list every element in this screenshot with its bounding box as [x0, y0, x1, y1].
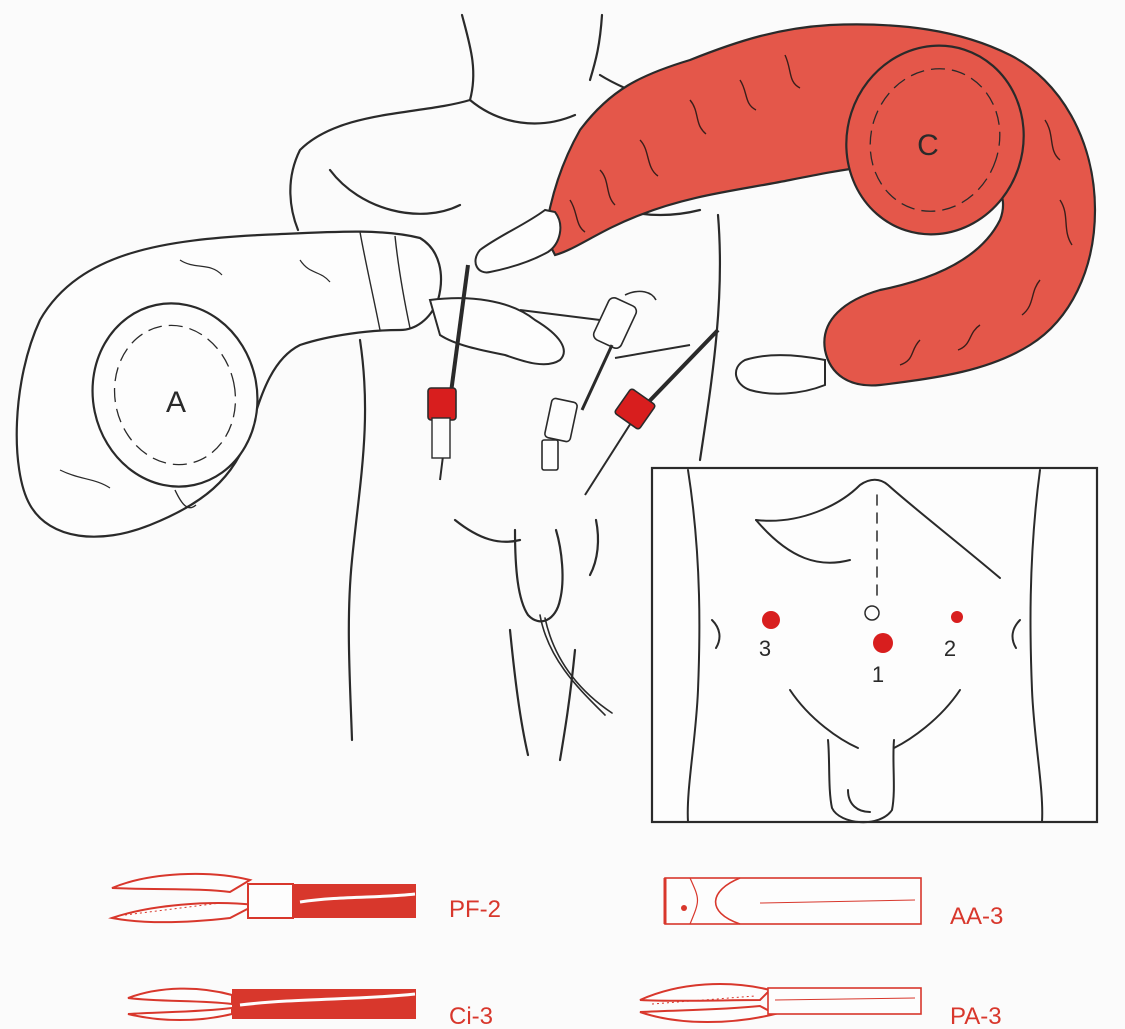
instrument-tip-pa-3: PA-3: [640, 984, 1002, 1029]
instrument-tip-pf-2: PF-2: [112, 874, 501, 923]
laparoscope-camera: [542, 291, 656, 470]
left-trocar-port: [428, 388, 456, 420]
port-2-dot: [951, 611, 963, 623]
arm-label-c: C: [917, 129, 939, 162]
port-label-2: 2: [944, 636, 956, 661]
port-1-dot: [873, 633, 893, 653]
arm-label-a: A: [166, 386, 186, 419]
right-arm-surgeon-c: C: [475, 22, 1095, 393]
instrument-label-ci-3: Ci-3: [449, 1003, 493, 1029]
right-trocar-port: [614, 388, 656, 430]
port-placement-inset: 1 2 3: [652, 468, 1097, 822]
port-label-3: 3: [759, 636, 771, 661]
left-arm-surgeon-a: A: [17, 232, 564, 537]
port-label-1: 1: [872, 662, 884, 687]
instrument-label-pf-2: PF-2: [449, 896, 501, 923]
instrument-label-pa-3: PA-3: [950, 1003, 1002, 1029]
port-3-dot: [762, 611, 780, 629]
instrument-tip-aa-3: AA-3: [665, 878, 1003, 930]
instrument-tip-ci-3: Ci-3: [128, 989, 493, 1029]
instrument-label-aa-3: AA-3: [950, 903, 1003, 930]
